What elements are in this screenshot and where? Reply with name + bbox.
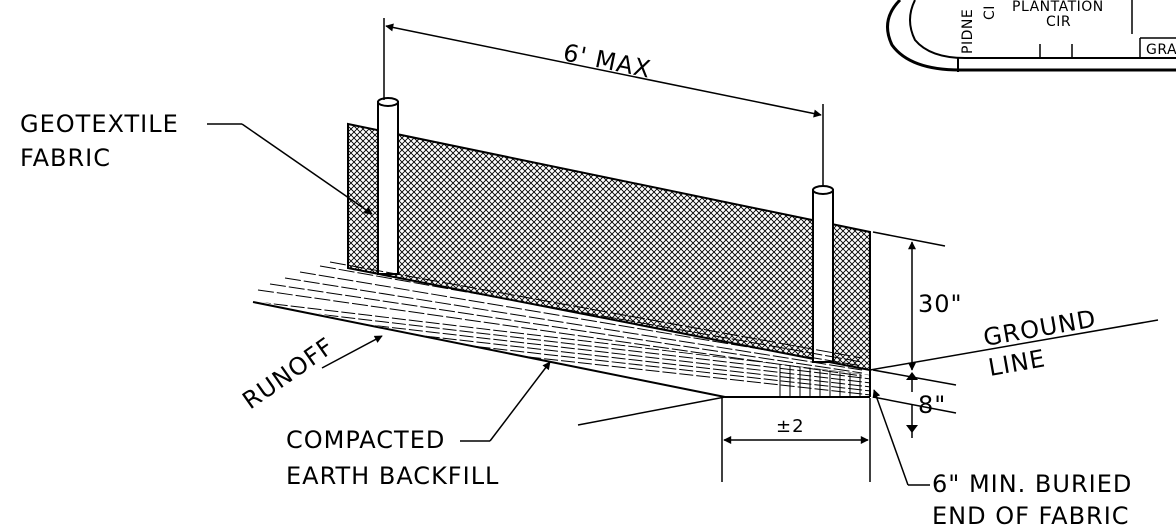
fence-post-left — [377, 97, 399, 275]
runoff-label: RUNOFF — [237, 332, 339, 415]
fence-post-right — [812, 185, 834, 363]
subsurface-line — [577, 396, 726, 426]
trench-width-dimension — [721, 398, 871, 482]
backfill-bottom-line — [252, 301, 726, 398]
compacted-leader — [460, 361, 551, 442]
inset-label-pidne: PIDNE — [960, 9, 976, 54]
runoff-arrow — [321, 335, 383, 369]
compacted-label: COMPACTED — [286, 426, 445, 454]
inset-label-plantation: PLANTATION — [1012, 0, 1104, 15]
geotextile-label: GEOTEXTILE — [20, 110, 179, 138]
geotextile-leader — [207, 123, 373, 215]
earth-backfill-label: EARTH BACKFILL — [286, 462, 499, 490]
fabric-label: FABRIC — [20, 144, 111, 172]
height-dimensions — [872, 231, 957, 438]
inset-label-ci: CI — [982, 5, 998, 20]
min-buried-label: 6" MIN. BURIED — [932, 470, 1132, 498]
post-spacing-dimension — [383, 18, 824, 186]
inset-label-cir: CIR — [1046, 14, 1071, 30]
trench-width-label: ±2 — [776, 416, 805, 437]
height-8-label: 8" — [918, 391, 946, 419]
post-spacing-label: 6' MAX — [561, 38, 654, 83]
end-of-fabric-label: END OF FABRIC — [932, 502, 1130, 530]
height-30-label: 30" — [918, 290, 963, 318]
inset-label-gra: GRA — [1146, 42, 1176, 58]
buried-leader — [872, 389, 930, 486]
backfill-surface-hatching — [257, 261, 863, 377]
ground-line — [869, 319, 1159, 371]
location-inset-map: PIDNE CI PLANTATION CIR GRA — [886, 0, 1176, 72]
